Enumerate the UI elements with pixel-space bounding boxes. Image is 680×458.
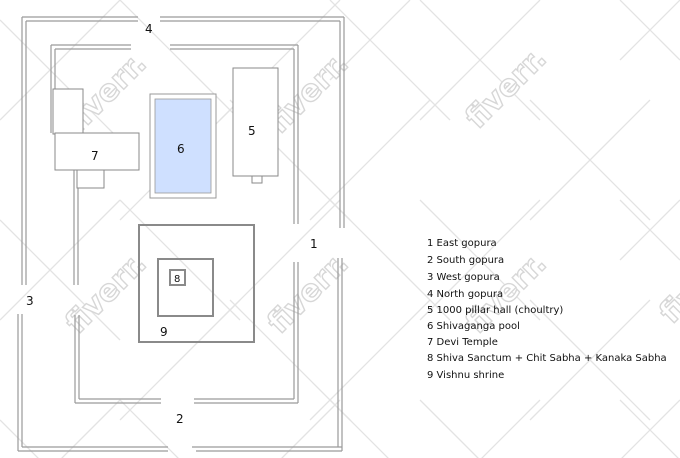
watermark-text: fiverr. [653, 236, 680, 331]
label-pillar-hall: 5 [248, 124, 256, 138]
legend-item: 7 Devi Temple [427, 337, 498, 348]
outer-enclosure-wall [17, 16, 345, 452]
legend-item: 4 North gopura [427, 289, 503, 300]
legend-item: 3 West gopura [427, 272, 500, 283]
devi-temple [52, 88, 140, 189]
vishnu-shrine-enclosure [138, 224, 255, 343]
label-vishnu-shrine: 9 [160, 325, 168, 339]
legend-item: 2 South gopura [427, 255, 504, 266]
label-east-gopura: 1 [310, 237, 318, 251]
legend-item: 6 Shivaganga pool [427, 321, 520, 332]
legend: 1 East gopura 2 South gopura 3 West gopu… [427, 238, 667, 381]
shiva-sanctum-enclosure [157, 258, 214, 317]
label-devi-temple: 7 [91, 149, 99, 163]
pillar-hall [232, 67, 279, 184]
label-pool: 6 [177, 142, 185, 156]
legend-item: 5 1000 pillar hall (choultry) [427, 305, 563, 316]
legend-item: 9 Vishnu shrine [427, 370, 504, 381]
label-west-gopura: 3 [26, 294, 34, 308]
label-shiva-sanctum: 8 [174, 274, 180, 285]
label-south-gopura: 2 [176, 412, 184, 426]
watermark-text: fiverr. [261, 246, 356, 341]
legend-item: 8 Shiva Sanctum + Chit Sabha + Kanaka Sa… [427, 353, 667, 364]
shiva-sanctum [169, 269, 186, 286]
legend-item: 1 East gopura [427, 238, 497, 249]
label-north-gopura: 4 [145, 22, 153, 36]
shivaganga-pool-water [154, 98, 212, 194]
watermark-text: fiverr. [459, 41, 554, 136]
